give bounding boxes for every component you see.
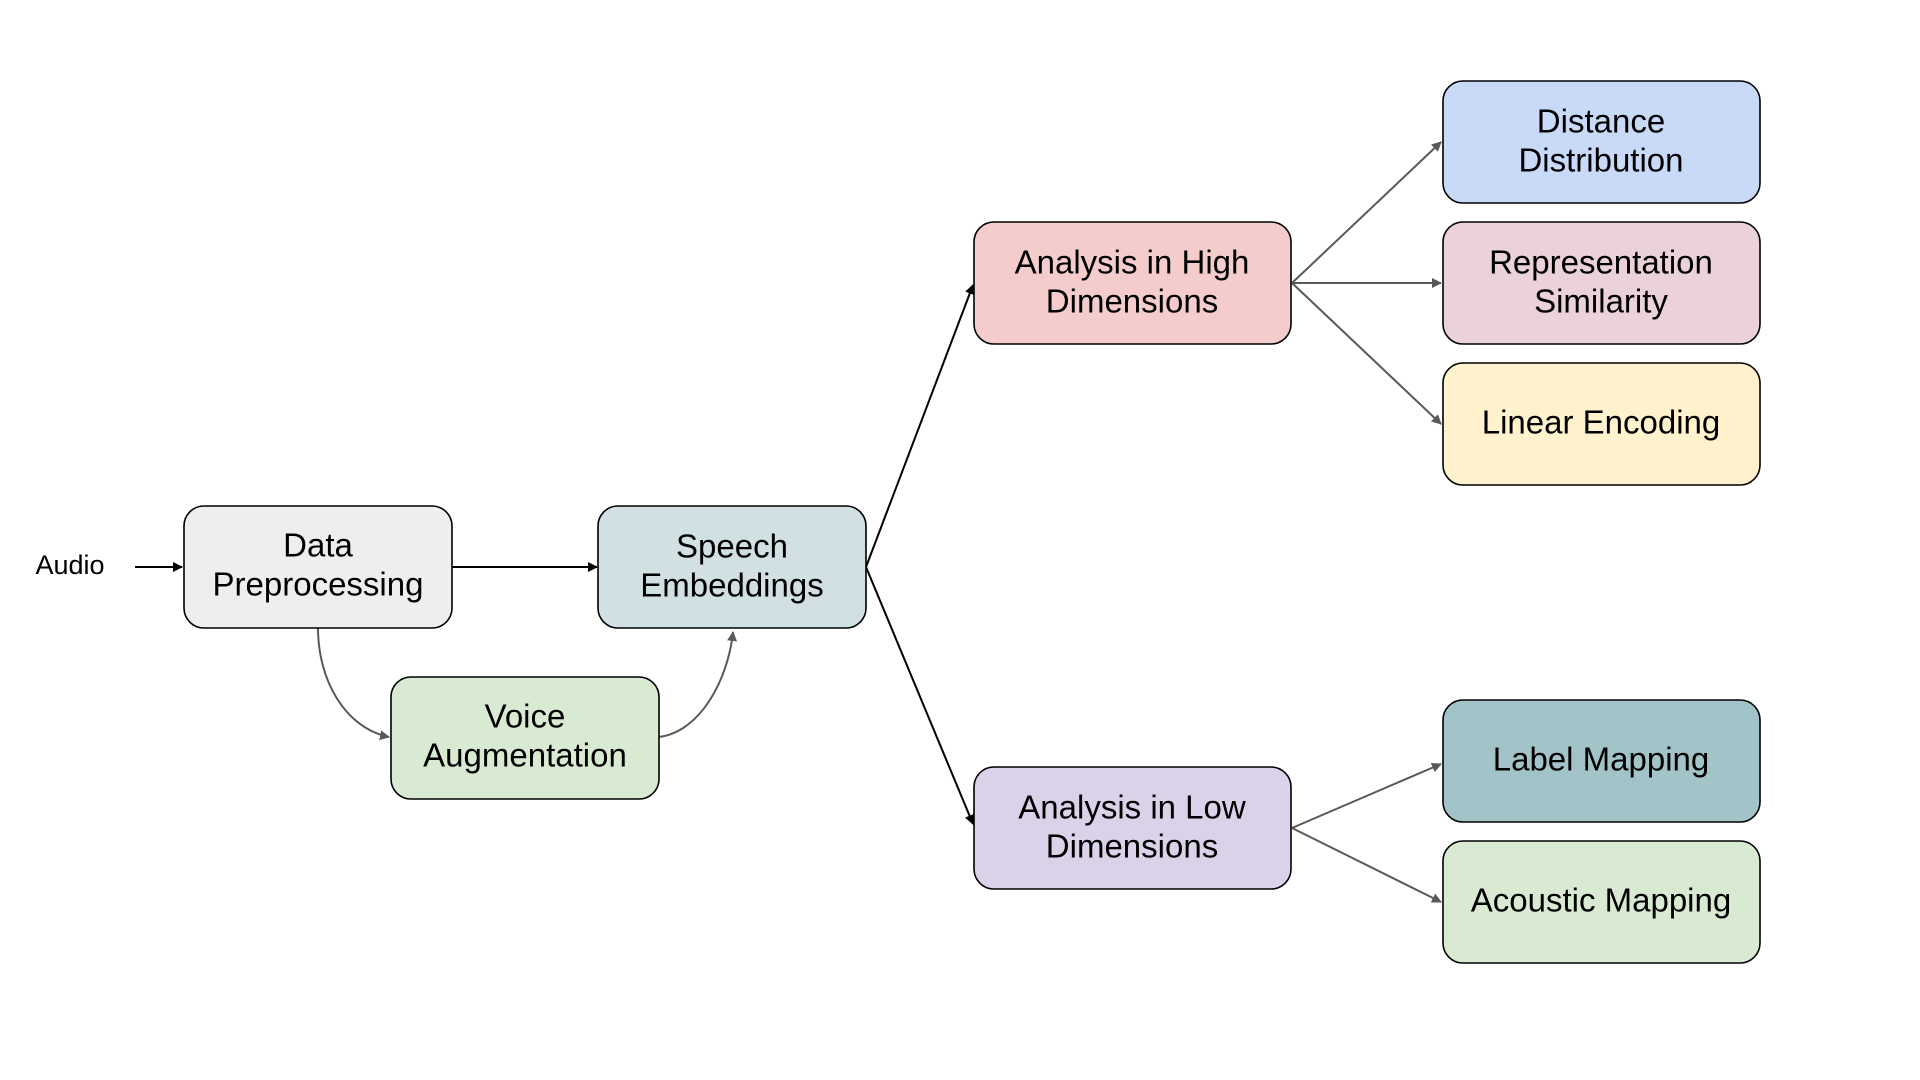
node-representation-similarity: Representation Similarity xyxy=(1442,221,1761,345)
node-box xyxy=(973,766,1292,890)
node-label-line: Augmentation xyxy=(423,737,627,774)
node-label-line: Speech xyxy=(676,528,788,565)
node-analysis-low-dimensions: Analysis in Low Dimensions xyxy=(973,766,1292,890)
node-label-line: Data xyxy=(283,527,353,564)
node-box xyxy=(1442,840,1761,964)
node-box xyxy=(183,505,453,629)
node-box xyxy=(390,676,660,800)
node-label-line: Voice xyxy=(485,698,566,735)
node-label-line: Analysis in Low xyxy=(1018,789,1246,826)
edge-speech-embeddings-to-analysis-high xyxy=(865,284,975,568)
node-box xyxy=(1442,80,1761,204)
node-label-line: Similarity xyxy=(1534,283,1668,320)
node-box xyxy=(1442,362,1761,486)
node-voice-augmentation: Voice Augmentation xyxy=(390,676,660,800)
node-box xyxy=(1442,221,1761,345)
node-linear-encoding: Linear Encoding xyxy=(1442,362,1761,486)
node-label-line: Linear Encoding xyxy=(1482,404,1721,441)
edge-data-preprocessing-to-voice-augmentation xyxy=(317,627,390,741)
node-label-line: Dimensions xyxy=(1046,828,1218,865)
node-label-line: Representation xyxy=(1489,244,1713,281)
node-distance-distribution: Distance Distribution xyxy=(1442,80,1761,204)
edge-voice-augmentation-to-speech-embeddings xyxy=(658,631,738,738)
node-label-line: Embeddings xyxy=(640,567,823,604)
node-label-line: Label Mapping xyxy=(1493,741,1710,778)
edge-analysis-low-to-acoustic-mapping xyxy=(1291,827,1442,903)
node-label-line: Preprocessing xyxy=(213,566,424,603)
audio-input-label: Audio xyxy=(35,550,104,580)
node-label-line: Acoustic Mapping xyxy=(1471,882,1731,919)
edge-speech-embeddings-to-analysis-low xyxy=(865,566,975,825)
node-box xyxy=(973,221,1292,345)
edge-analysis-high-to-distance-distribution xyxy=(1291,141,1442,284)
node-box xyxy=(597,505,867,629)
node-data-preprocessing: Data Preprocessing xyxy=(183,505,453,629)
edge-analysis-high-to-linear-encoding xyxy=(1291,282,1442,425)
node-label-line: Distance xyxy=(1537,103,1665,140)
edges xyxy=(135,141,1442,903)
node-label-mapping: Label Mapping xyxy=(1442,699,1761,823)
node-box xyxy=(1442,699,1761,823)
edge-analysis-low-to-label-mapping xyxy=(1291,762,1442,829)
node-label-line: Distribution xyxy=(1518,142,1683,179)
node-acoustic-mapping: Acoustic Mapping xyxy=(1442,840,1761,964)
node-speech-embeddings: Speech Embeddings xyxy=(597,505,867,629)
node-label-line: Dimensions xyxy=(1046,283,1218,320)
node-label-line: Analysis in High xyxy=(1015,244,1250,281)
node-analysis-high-dimensions: Analysis in High Dimensions xyxy=(973,221,1292,345)
